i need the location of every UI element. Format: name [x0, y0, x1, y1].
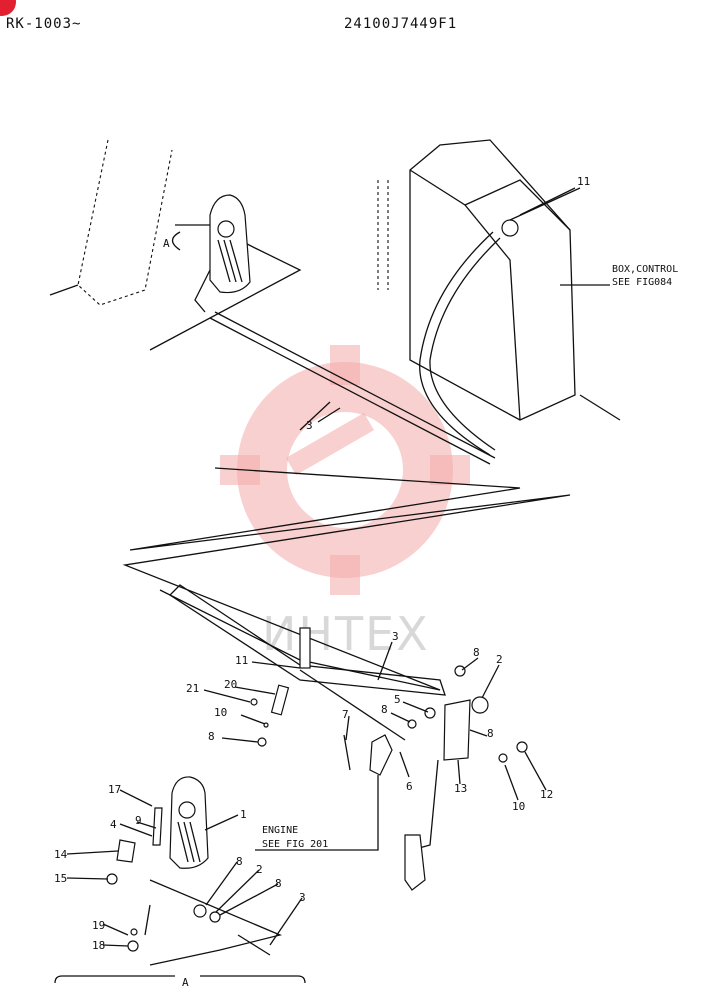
- callout-8-left: 8: [208, 730, 215, 743]
- note-engine-line2: SEE FIG 201: [262, 839, 328, 850]
- corner-badge: [0, 0, 16, 16]
- note-box-control-line1: BOX,CONTROL: [612, 264, 678, 275]
- callout-8-right: 8: [487, 727, 494, 740]
- callout-14: 14: [54, 848, 68, 861]
- callout-4: 4: [110, 818, 117, 831]
- watermark-gear-icon: [220, 345, 470, 595]
- callout-8-detail-b: 8: [275, 877, 282, 890]
- header-part-number: 24100J7449F1: [344, 16, 458, 32]
- callout-3-top: 3: [306, 419, 313, 432]
- callout-8-mid: 8: [381, 703, 388, 716]
- callout-15: 15: [54, 872, 67, 885]
- accelerator-pedal-top: [171, 194, 251, 313]
- callout-9: 9: [135, 814, 142, 827]
- callout-11-top: 11: [577, 175, 590, 188]
- callout-3-detail: 3: [299, 891, 306, 904]
- callout-2-detail: 2: [256, 863, 263, 876]
- callout-8-detail-a: 8: [236, 855, 243, 868]
- callout-7: 7: [342, 708, 349, 721]
- callout-17: 17: [108, 783, 121, 796]
- callout-18: 18: [92, 939, 105, 952]
- callout-10-left: 10: [214, 706, 227, 719]
- callout-5: 5: [394, 693, 401, 706]
- callout-2-right: 2: [496, 653, 503, 666]
- callout-11-lower: 11: [235, 654, 248, 667]
- view-label-a-bottom: A: [182, 976, 189, 989]
- callout-13: 13: [454, 782, 467, 795]
- callout-6: 6: [406, 780, 413, 793]
- callout-12: 12: [540, 788, 553, 801]
- detail-view-a: [54, 776, 306, 984]
- callout-1: 1: [240, 808, 247, 821]
- callout-10-right: 10: [512, 800, 525, 813]
- view-label-a-marker: A: [163, 237, 170, 250]
- leader-lines: [66, 187, 576, 947]
- callout-3-lower: 3: [392, 630, 399, 643]
- callout-19: 19: [92, 919, 105, 932]
- header-left-code: RK-1003~: [6, 16, 82, 32]
- callout-21: 21: [186, 682, 199, 695]
- callout-8-right-top: 8: [473, 646, 480, 659]
- note-engine-line1: ENGINE: [262, 825, 298, 836]
- note-box-control-line2: SEE FIG084: [612, 277, 672, 288]
- cable-bracket-assembly: [168, 584, 528, 891]
- control-box: [377, 139, 621, 456]
- callout-20: 20: [224, 678, 237, 691]
